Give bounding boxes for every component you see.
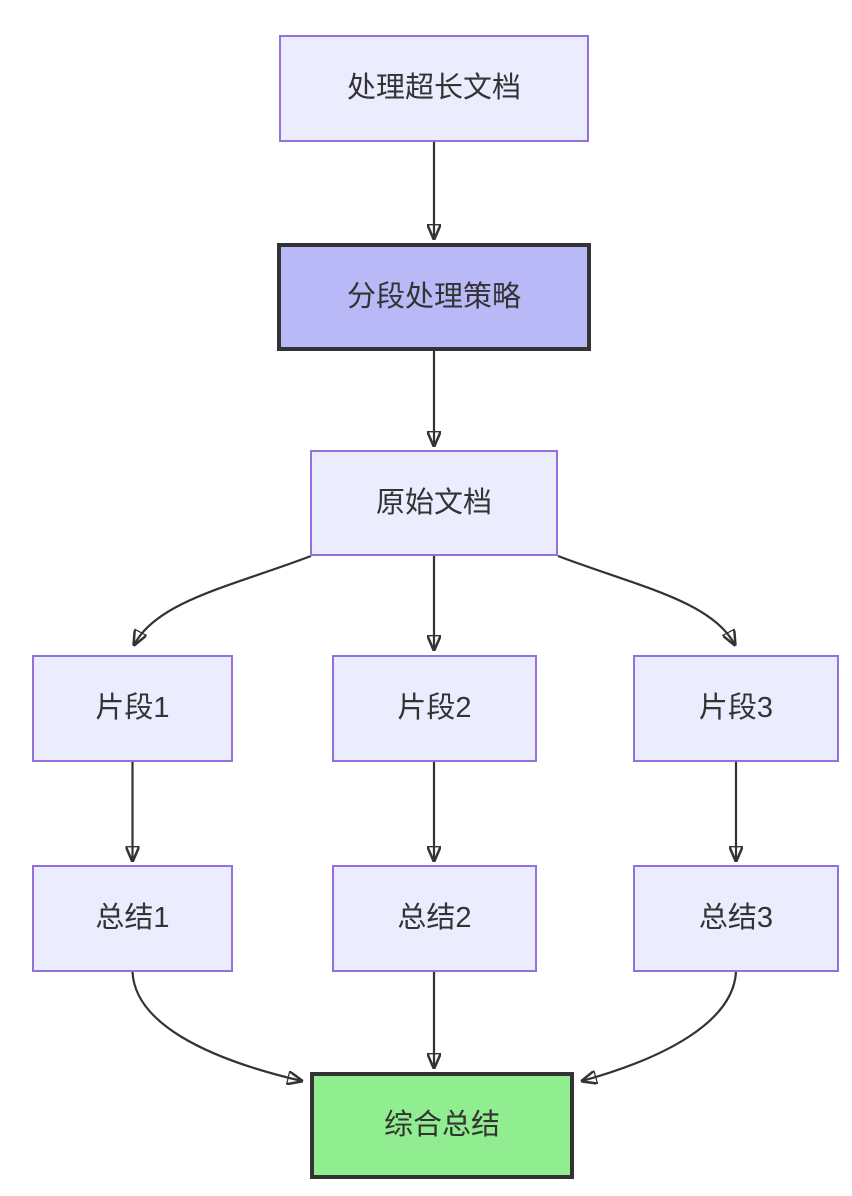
node-label: 原始文档 xyxy=(375,486,492,519)
node-handle-long-document: 处理超长文档 xyxy=(279,35,589,142)
node-combined-summary: 综合总结 xyxy=(310,1072,574,1179)
node-label: 片段2 xyxy=(397,692,472,725)
node-label: 分段处理策略 xyxy=(346,280,521,313)
edge-summary-1-to-combined-summary xyxy=(131,971,303,1081)
node-fragment-2: 片段2 xyxy=(332,655,537,762)
node-label: 片段1 xyxy=(95,692,170,725)
node-label: 总结2 xyxy=(397,902,472,935)
node-segmentation-strategy: 分段处理策略 xyxy=(277,243,591,351)
node-label: 总结1 xyxy=(95,902,170,935)
node-label: 片段3 xyxy=(698,692,774,725)
node-fragment-1: 片段1 xyxy=(32,655,233,762)
node-label: 总结3 xyxy=(698,902,774,935)
node-summary-1: 总结1 xyxy=(32,865,233,972)
node-summary-3: 总结3 xyxy=(633,865,839,972)
node-label: 处理超长文档 xyxy=(346,72,521,105)
edge-original-document-to-fragment-3 xyxy=(557,554,735,645)
node-original-document: 原始文档 xyxy=(310,450,558,556)
node-summary-2: 总结2 xyxy=(332,865,537,972)
edge-original-document-to-fragment-1 xyxy=(134,554,312,645)
node-fragment-3: 片段3 xyxy=(633,655,839,762)
edge-summary-3-to-combined-summary xyxy=(582,971,738,1081)
node-label: 综合总结 xyxy=(383,1109,500,1142)
